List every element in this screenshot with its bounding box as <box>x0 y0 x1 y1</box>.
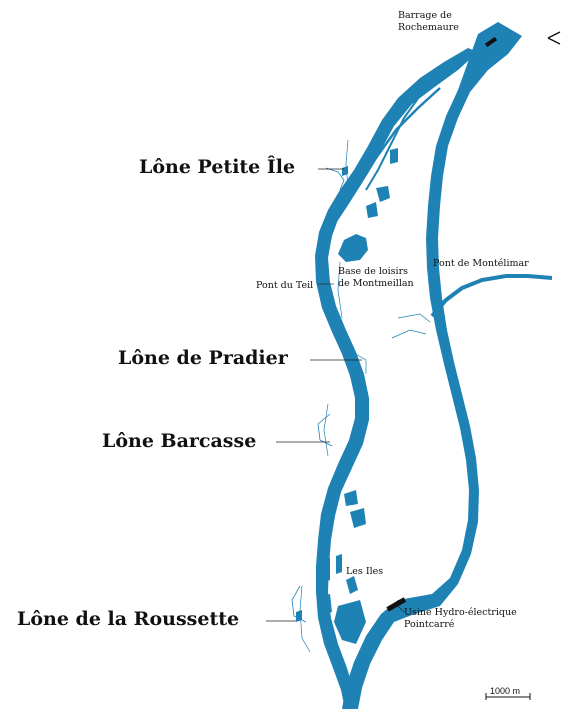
west-stream <box>332 87 441 225</box>
pond-petite-ile <box>342 166 348 176</box>
pond-base-loisirs <box>338 234 368 262</box>
pond-roussette <box>296 610 302 622</box>
scale-label: 1000 m <box>490 686 521 696</box>
label-base-line2: de Montmeillan <box>338 278 414 289</box>
pond-les-iles-3 <box>346 576 358 594</box>
label-barrage-line1: Barrage de <box>398 10 452 21</box>
old-rhone <box>315 48 478 709</box>
pond-north-1 <box>376 186 390 202</box>
power-plant-marker <box>386 597 407 612</box>
pond-south-1 <box>344 490 358 506</box>
pond-north-2 <box>366 202 378 218</box>
label-usine-line2: Pointcarré <box>404 619 455 630</box>
canal <box>342 22 522 709</box>
pond-south-2 <box>350 508 366 528</box>
label-pont-montelimar: Pont de Montélimar <box>433 258 529 269</box>
label-lone-barcasse: Lône Barcasse <box>102 430 257 452</box>
label-usine-line1: Usine Hydro-électrique <box>404 607 517 618</box>
pond-les-iles-5 <box>322 594 332 614</box>
leader-usine <box>397 605 405 613</box>
label-lone-petite-ile: Lône Petite Île <box>139 156 296 178</box>
west-outline <box>299 139 367 653</box>
pond-les-iles-1 <box>324 558 330 582</box>
pond-les-iles-4 <box>334 600 366 644</box>
label-pont-teil: Pont du Teil <box>256 280 314 291</box>
dam-rochemaure-marker <box>484 36 498 48</box>
label-base-line1: Base de loisirs <box>338 266 409 277</box>
scale-bar <box>485 693 531 700</box>
stream-line-1 <box>291 167 431 623</box>
label-les-iles: Les Iles <box>346 566 384 577</box>
pond-north-3 <box>390 148 398 164</box>
label-barrage-line2: Rochemaure <box>398 22 459 33</box>
west-stream-2 <box>365 89 425 191</box>
north-arrow-icon <box>547 31 561 45</box>
label-lone-roussette: Lône de la Roussette <box>17 608 240 630</box>
label-lone-pradier: Lône de Pradier <box>118 347 288 369</box>
label-barrage-rochemaure: Barrage de Rochemaure <box>398 10 459 34</box>
label-usine: Usine Hydro-électrique Pointcarré <box>404 607 517 631</box>
pond-les-iles-2 <box>336 554 342 574</box>
label-base-loisirs: Base de loisirs de Montmeillan <box>338 266 414 290</box>
east-tributary <box>430 274 553 318</box>
